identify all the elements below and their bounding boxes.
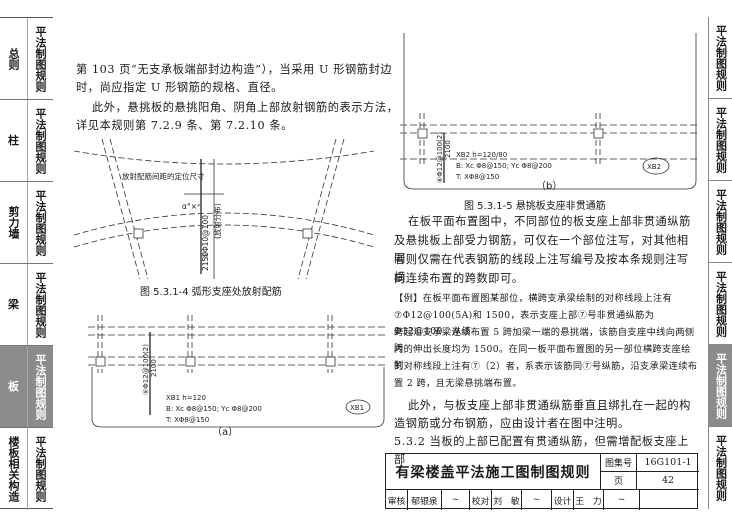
page-label: 页 <box>601 472 637 490</box>
example-line-5: 的对称线段上注有⑦（2）者，系表示该筋同⑦号纵筋，沿支承梁连续布 <box>394 361 698 372</box>
right-para-1-line-4: 向连续布置的跨数即可。 <box>394 272 524 285</box>
left-tab-section: 柱 <box>8 134 19 147</box>
right-tab-4[interactable]: 平法制图规则 <box>709 263 732 345</box>
atlas-number: 16G101-1 <box>637 454 699 472</box>
example-line-1: 【例】在板平面布置图某部位，横跨支承梁绘制的对称线段上注有 <box>394 293 673 304</box>
fig515b-tag: XB2 <box>647 163 661 171</box>
left-tab-column[interactable]: 柱 平法制图规则 <box>0 100 53 182</box>
fig515a-xb: XB1 h=120 <box>166 394 206 402</box>
left-tab-slab[interactable]: 板 平法制图规则 <box>0 346 53 428</box>
drawing-title: 有梁楼盖平法施工图制图规则 <box>386 454 601 490</box>
left-tab-slab-details[interactable]: 楼板相关构造 平法制图规则 <box>0 428 53 510</box>
review-label: 审核 <box>386 490 408 510</box>
fig515a-len: 2100 <box>150 359 158 377</box>
fig514-rebar: ⑤Φ10@100 <box>201 215 210 259</box>
fig514-dim: 2150 <box>201 252 210 271</box>
right-para-1-line-3: 者则仅需在代表钢筋的线段上注写编号及按本条规则注写横 <box>394 253 689 284</box>
left-tab-shear-wall[interactable]: 剪力墙 平法制图规则 <box>0 182 53 264</box>
figure-radial-reinforcement: 放射配筋间距的定位尺寸 α°×ˣ ⑤Φ10@100 (放射分布) 2150 <box>73 138 375 280</box>
right-tab-6[interactable]: 平法制图规则 <box>714 435 728 501</box>
left-tab-general[interactable]: 总则 平法制图规则 <box>0 18 53 100</box>
fig515b-label: （b） <box>536 181 563 192</box>
fig515a-rebar: ⑤Φ12@100(2) <box>142 344 150 395</box>
fig515b-rebar: ⑥Φ12@100(2) <box>436 132 444 183</box>
check-label: 校对 <box>470 490 492 510</box>
design-signature: ~ <box>604 490 640 510</box>
left-tab-section: 板 <box>8 380 19 393</box>
left-tab-standard: 平法制图规则 <box>27 264 53 345</box>
fig515b-b: B: Xc Φ8@150; Yc Φ8@200 <box>456 162 552 170</box>
right-tab-3[interactable]: 平法制图规则 <box>709 181 732 263</box>
para-2-line-2: 详见本规则第 7.2.9 条、第 7.2.10 条。 <box>76 119 293 132</box>
figure-cantilever-a: ⑤Φ12@100(2) 2100 XB1 h=120 B: Xc Φ8@150;… <box>88 315 388 428</box>
atlas-label: 图集号 <box>601 454 637 472</box>
design-label: 设计 <box>552 490 574 510</box>
fig514-note: 放射配筋间距的定位尺寸 <box>122 171 205 181</box>
example-line-2: ⑦Φ12@100(5A)和 1500，表示支座上部⑦号非贯通纵筋为Φ12@100… <box>394 310 655 337</box>
page-number: 42 <box>637 472 699 490</box>
page-content: 第 103 页“无支承板端部封边构造”），当采用 U 形钢筋封边 时，尚应指定 … <box>62 17 700 510</box>
right-tab-2[interactable]: 平法制图规则 <box>709 99 732 181</box>
right-para-2-line-1: 此外，与板支座上部非贯通纵筋垂直且绑扎在一起的构 <box>408 399 691 412</box>
para-1-line-2: 时，尚应指定 U 形钢筋的规格、直径。 <box>76 81 283 94</box>
check-signature: ~ <box>522 490 552 510</box>
fig515a-t: T: XΦ8@150 <box>165 416 209 424</box>
right-section-tabs: 平法制图规则 平法制图规则 平法制图规则 平法制图规则 平法制图规则 平法制图规… <box>708 17 732 509</box>
left-tab-standard: 平法制图规则 <box>27 100 53 181</box>
example-line-6: 置 2 跨，且无梁悬挑端布置。 <box>394 378 522 389</box>
example-line-4: 内的伸出长度均为 1500。在同一板平面布置图的另一部位横跨支座绘制 <box>394 344 691 371</box>
left-tab-section: 楼板相关构造 <box>7 436 20 502</box>
section-532-line-1: 5.3.2 当板的上部已配置有贯通纵筋，但需增配板支座上部 <box>394 435 689 466</box>
right-para-1-line-2: 及悬挑板上部受力钢筋，可仅在一个部位注写，对其他相同 <box>394 234 689 265</box>
fig514-dist: (放射分布) <box>212 203 222 239</box>
fig515a-b: B: Xc Φ8@150; Yc Φ8@200 <box>166 405 262 413</box>
para-2-line-1: 此外，悬挑板的悬挑阳角、阴角上部放射钢筋的表示方法， <box>92 101 399 114</box>
left-tab-standard: 平法制图规则 <box>27 428 53 510</box>
fig514-caption: 图 5.3.1-4 弧形支座处放射配筋 <box>140 287 282 298</box>
design-name: 王 力 <box>574 490 604 510</box>
title-block: 有梁楼盖平法施工图制图规则 图集号 16G101-1 页 42 审核 郁银泉 ~… <box>385 453 699 510</box>
fig515a-tag: XB1 <box>350 404 364 412</box>
check-name: 刘 敏 <box>492 490 522 510</box>
review-name: 郁银泉 <box>408 490 442 510</box>
left-tab-section: 总则 <box>7 47 20 70</box>
left-section-tabs: 总则 平法制图规则 柱 平法制图规则 剪力墙 平法制图规则 梁 平法制图规则 板… <box>0 17 53 510</box>
fig515-caption: 图 5.3.1-5 悬挑板支座非贯通筋 <box>464 201 606 212</box>
fig515b-len: 2100 <box>444 140 452 158</box>
signature-row: 审核 郁银泉 ~ 校对 刘 敏 ~ 设计 王 力 ~ <box>386 490 699 510</box>
left-tab-standard: 平法制图规则 <box>27 182 53 263</box>
left-tab-section: 剪力墙 <box>7 206 20 239</box>
left-tab-beam[interactable]: 梁 平法制图规则 <box>0 264 53 346</box>
right-para-1-line-1: 在板平面布置图中，不同部位的板支座上部非贯通纵筋 <box>408 215 691 228</box>
fig515a-label: （a） <box>212 427 239 438</box>
example-line-3: 跨起沿支承梁连续布置 5 跨加梁一端的悬挑端，该筋自支座中线向两侧跨 <box>394 327 695 354</box>
right-para-2-line-2: 造钢筋或分布钢筋，应由设计者在图中注明。 <box>394 417 630 430</box>
review-signature: ~ <box>442 490 470 510</box>
left-tab-section: 梁 <box>8 298 19 311</box>
left-tab-standard: 平法制图规则 <box>27 346 53 427</box>
para-1-line-1: 第 103 页“无支承板端部封边构造”），当采用 U 形钢筋封边 <box>76 63 393 76</box>
right-tab-1[interactable]: 平法制图规则 <box>709 17 732 99</box>
signature-blank <box>640 490 699 510</box>
fig515b-xb: XB2 h=120/80 <box>456 151 507 159</box>
fig515b-t: T: XΦ8@150 <box>455 173 499 181</box>
figure-cantilever-b: ⑥Φ12@100(2) 2100 XB2 h=120/80 B: Xc Φ8@1… <box>400 33 700 190</box>
left-tab-standard: 平法制图规则 <box>27 18 53 99</box>
fig514-alpha: α°×ˣ <box>182 202 200 211</box>
right-tab-5[interactable]: 平法制图规则 <box>709 345 732 427</box>
